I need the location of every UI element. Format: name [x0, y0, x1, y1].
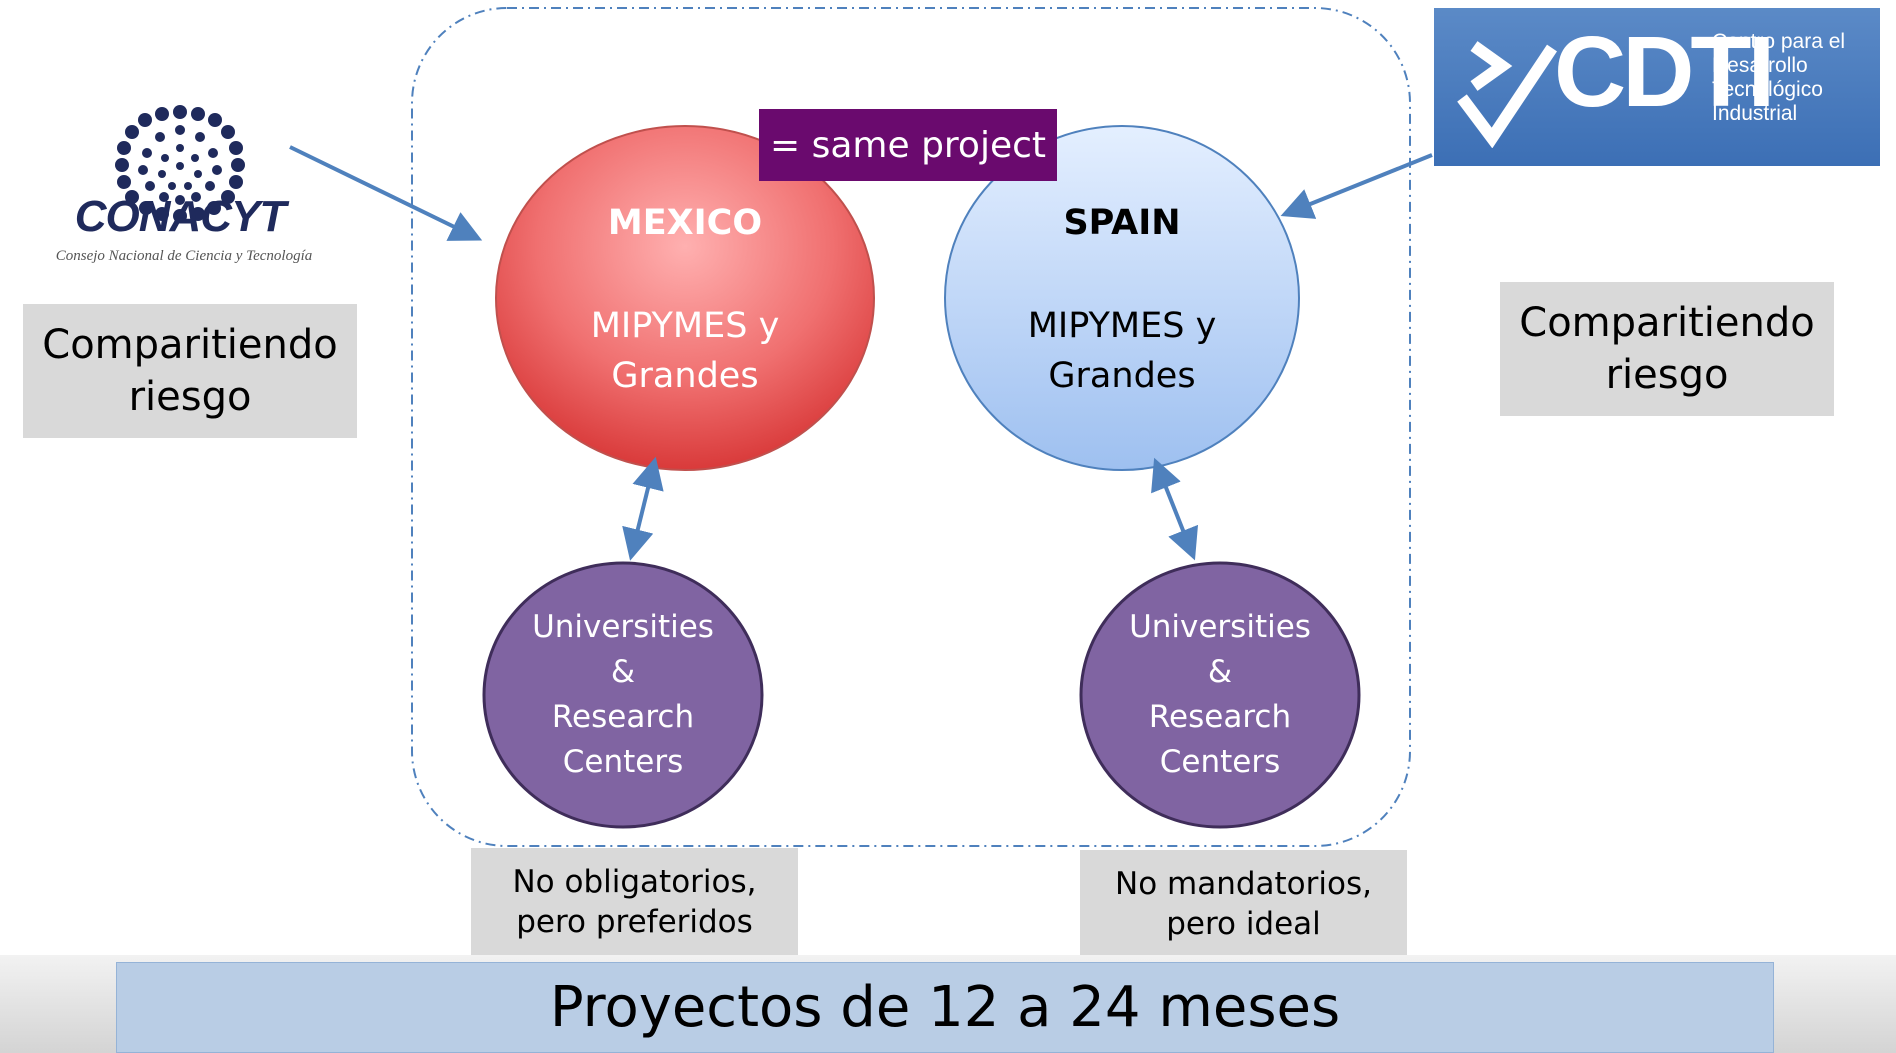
spain-universities-arrow — [1151, 457, 1199, 561]
mexico-desc-line1: MIPYMES y — [590, 306, 780, 346]
spain-desc-line1: MIPYMES y — [1027, 306, 1217, 346]
cdti-tagline-2: Desarrollo — [1712, 54, 1808, 77]
mexico-title: MEXICO — [607, 203, 763, 243]
note-right-line1: No mandatorios, — [1115, 865, 1372, 902]
risk-left-line2: riesgo — [128, 374, 252, 420]
note-right-box: No mandatorios, pero ideal — [1080, 850, 1407, 958]
cdti-logo: CDTI Centro para el Desarrollo Tecnológi… — [1434, 8, 1880, 166]
note-left-box: No obligatorios, pero preferidos — [471, 848, 798, 956]
risk-right-line1: Comparitiendo — [1519, 300, 1815, 346]
bottom-banner: Proyectos de 12 a 24 meses — [116, 962, 1774, 1053]
mexico-universities-arrow — [622, 456, 664, 561]
conacyt-logo-icon — [115, 105, 245, 223]
same-project-frame — [411, 7, 1411, 847]
universities-mexico-line2: & — [610, 654, 636, 690]
universities-spain-circle — [1079, 561, 1361, 829]
conacyt-logo-subtitle: Consejo Nacional de Ciencia y Tecnología — [55, 248, 313, 264]
same-project-label: = same project — [759, 109, 1057, 181]
mexico-circle — [495, 125, 875, 471]
conacyt-logo-name: CONACYT — [74, 192, 287, 241]
risk-left-box: Comparitiendo riesgo — [23, 304, 357, 438]
universities-mexico-label: Universities & Research Centers — [503, 605, 743, 785]
universities-mexico-circle — [482, 561, 764, 829]
spain-desc-line2: Grandes — [1048, 356, 1196, 396]
universities-spain-label: Universities & Research Centers — [1100, 605, 1340, 785]
universities-spain-line2: & — [1207, 654, 1233, 690]
risk-left-line1: Comparitiendo — [42, 322, 338, 368]
universities-mexico-line4: Centers — [562, 744, 684, 780]
universities-spain-line1: Universities — [1129, 609, 1311, 645]
spain-circle — [944, 125, 1300, 471]
cdti-tagline-4: Industrial — [1712, 102, 1798, 125]
cdti-tagline-3: Tecnológico — [1712, 78, 1823, 101]
universities-mexico-line1: Universities — [532, 609, 714, 645]
cdti-tagline-1: Centro para el — [1712, 30, 1846, 53]
mexico-desc-line2: Grandes — [611, 356, 759, 396]
universities-spain-line3: Research — [1148, 699, 1292, 735]
universities-spain-line4: Centers — [1159, 744, 1281, 780]
universities-mexico-line3: Research — [551, 699, 695, 735]
risk-right-box: Comparitiendo riesgo — [1500, 282, 1834, 416]
note-left-line1: No obligatorios, — [512, 863, 757, 900]
spain-title: SPAIN — [1063, 203, 1181, 243]
cdti-arrow — [1280, 153, 1433, 219]
risk-right-line2: riesgo — [1605, 352, 1729, 398]
cdti-check-icon — [1457, 41, 1557, 148]
cdti-logo-name: CDTI — [1554, 16, 1775, 128]
conacyt-arrow — [289, 145, 483, 241]
note-right-line2: pero ideal — [1166, 906, 1321, 942]
note-left-line2: pero preferidos — [516, 904, 753, 940]
